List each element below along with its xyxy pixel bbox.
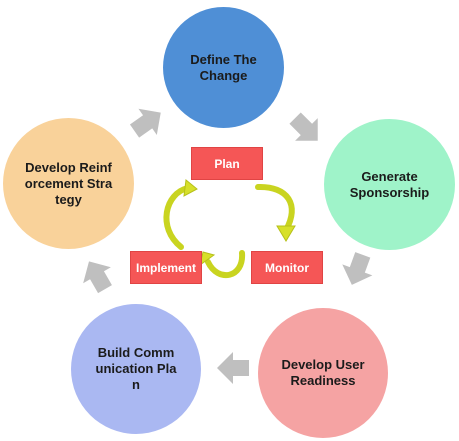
node-generate-sponsorship: Generate Sponsorship <box>324 119 455 250</box>
cycle-arrowhead-plan <box>183 179 198 197</box>
node-label-develop-user-readiness: Develop User Readiness <box>281 357 365 388</box>
connector-arrow-sponsorship-to-readiness <box>342 252 373 285</box>
cycle-tag-implement-label: Implement <box>135 260 196 275</box>
cycle-arrows <box>163 183 295 279</box>
connector-arrow-readiness-to-communication <box>217 352 249 384</box>
cycle-tag-plan: Plan <box>191 147 263 180</box>
connector-arrow-reinforcement-to-define <box>129 108 161 138</box>
cycle-tag-plan-label: Plan <box>214 156 240 171</box>
cycle-tag-monitor-label: Monitor <box>265 260 309 275</box>
node-label-generate-sponsorship: Generate Sponsorship <box>349 168 430 200</box>
node-develop-reinforcement-strategy: Develop Reinforcement Strategy <box>3 118 134 249</box>
cycle-arrowhead-monitor <box>276 225 296 242</box>
connector-arrow-define-to-sponsorship <box>289 112 318 141</box>
node-build-communication-plan: Build Communication Plan <box>71 304 201 434</box>
cycle-tag-implement: Implement <box>130 251 202 284</box>
node-label-build-communication-plan: Build Communication Plan <box>95 345 177 392</box>
node-label-develop-reinforcement-strategy: Develop Reinforcement Strategy <box>24 159 113 207</box>
node-develop-user-readiness: Develop User Readiness <box>258 308 388 438</box>
cycle-arrow-plan-to-monitor <box>255 183 295 233</box>
node-define-the-change: Define The Change <box>163 7 284 128</box>
cycle-arrow-implement-to-plan <box>163 185 191 250</box>
node-label-define-the-change: Define The Change <box>190 51 257 83</box>
cycle-arrow-monitor-to-implement <box>205 250 246 279</box>
cycle-tag-monitor: Monitor <box>251 251 323 284</box>
connector-arrow-communication-to-reinforcement <box>83 261 112 294</box>
